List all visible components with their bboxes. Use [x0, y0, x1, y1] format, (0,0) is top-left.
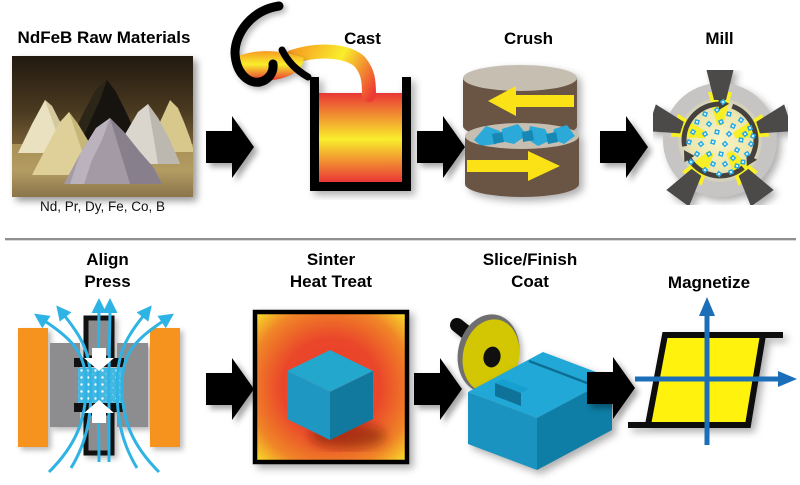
slice-notch — [495, 383, 521, 406]
top-roller — [463, 65, 577, 139]
flow-arrow-icon — [417, 116, 465, 178]
crucible — [310, 77, 411, 191]
raw-materials-title: NdFeB Raw Materials — [17, 28, 191, 47]
press-up-arrow-icon — [84, 400, 114, 423]
magnetize-title: Magnetize — [667, 273, 751, 292]
field-lines — [34, 298, 174, 474]
slice-finish-title-line1: Slice/Finish — [482, 250, 578, 269]
slice-finish-title-line2: Coat — [511, 272, 549, 291]
right-rotation-arrow-icon — [467, 151, 560, 181]
molten-metal — [319, 93, 402, 182]
align-press-illustration — [18, 298, 180, 474]
crush-title: Crush — [503, 29, 554, 48]
cast-illustration — [230, 1, 411, 191]
sinter-title-line2: Heat Treat — [289, 272, 373, 291]
pour-stream — [285, 44, 376, 102]
die-left — [50, 343, 80, 427]
raw-materials-caption: Nd, Pr, Dy, Fe, Co, B — [39, 199, 166, 214]
flow-arrow-icon — [414, 358, 462, 420]
right-coil — [150, 328, 180, 447]
sinter-title: Sinter Heat Treat — [250, 249, 412, 293]
y-axis-arrow-icon — [699, 297, 715, 316]
left-coil — [18, 328, 48, 447]
align-press-title: Align Press — [45, 249, 170, 293]
crush-illustration — [463, 65, 579, 197]
cast-title: Cast — [344, 29, 381, 48]
bottom-roller — [465, 136, 579, 197]
align-press-title-line1: Align — [86, 250, 129, 269]
left-rotation-arrow-icon — [488, 86, 574, 116]
sinter-title-line1: Sinter — [306, 250, 356, 269]
flow-arrow-icon — [600, 116, 648, 178]
x-axis-arrow-icon — [778, 371, 797, 387]
slice-groove — [528, 359, 596, 388]
ladle — [230, 1, 312, 87]
row-divider — [5, 238, 796, 241]
mill-illustration — [653, 70, 788, 205]
align-press-title-line2: Press — [84, 272, 131, 291]
flow-arrow-icon — [206, 358, 254, 420]
sinter-illustration — [252, 309, 410, 465]
powder-piles-image — [12, 56, 193, 197]
bh-axes — [635, 297, 797, 445]
magnetize-illustration — [628, 297, 797, 445]
flow-arrow-icon — [587, 357, 635, 419]
crushed-chunks — [474, 124, 575, 146]
disc-hub — [483, 346, 501, 368]
sintered-cube — [287, 350, 373, 440]
rotation-ring-icon — [681, 98, 759, 179]
flow-arrow-icon — [206, 116, 254, 178]
raw-materials-photo — [12, 56, 193, 197]
jet-nozzles — [653, 70, 788, 205]
press-down-arrow-icon — [84, 348, 114, 371]
slice-finish-title: Slice/Finish Coat — [449, 249, 611, 293]
mill-title: Mill — [705, 29, 734, 48]
